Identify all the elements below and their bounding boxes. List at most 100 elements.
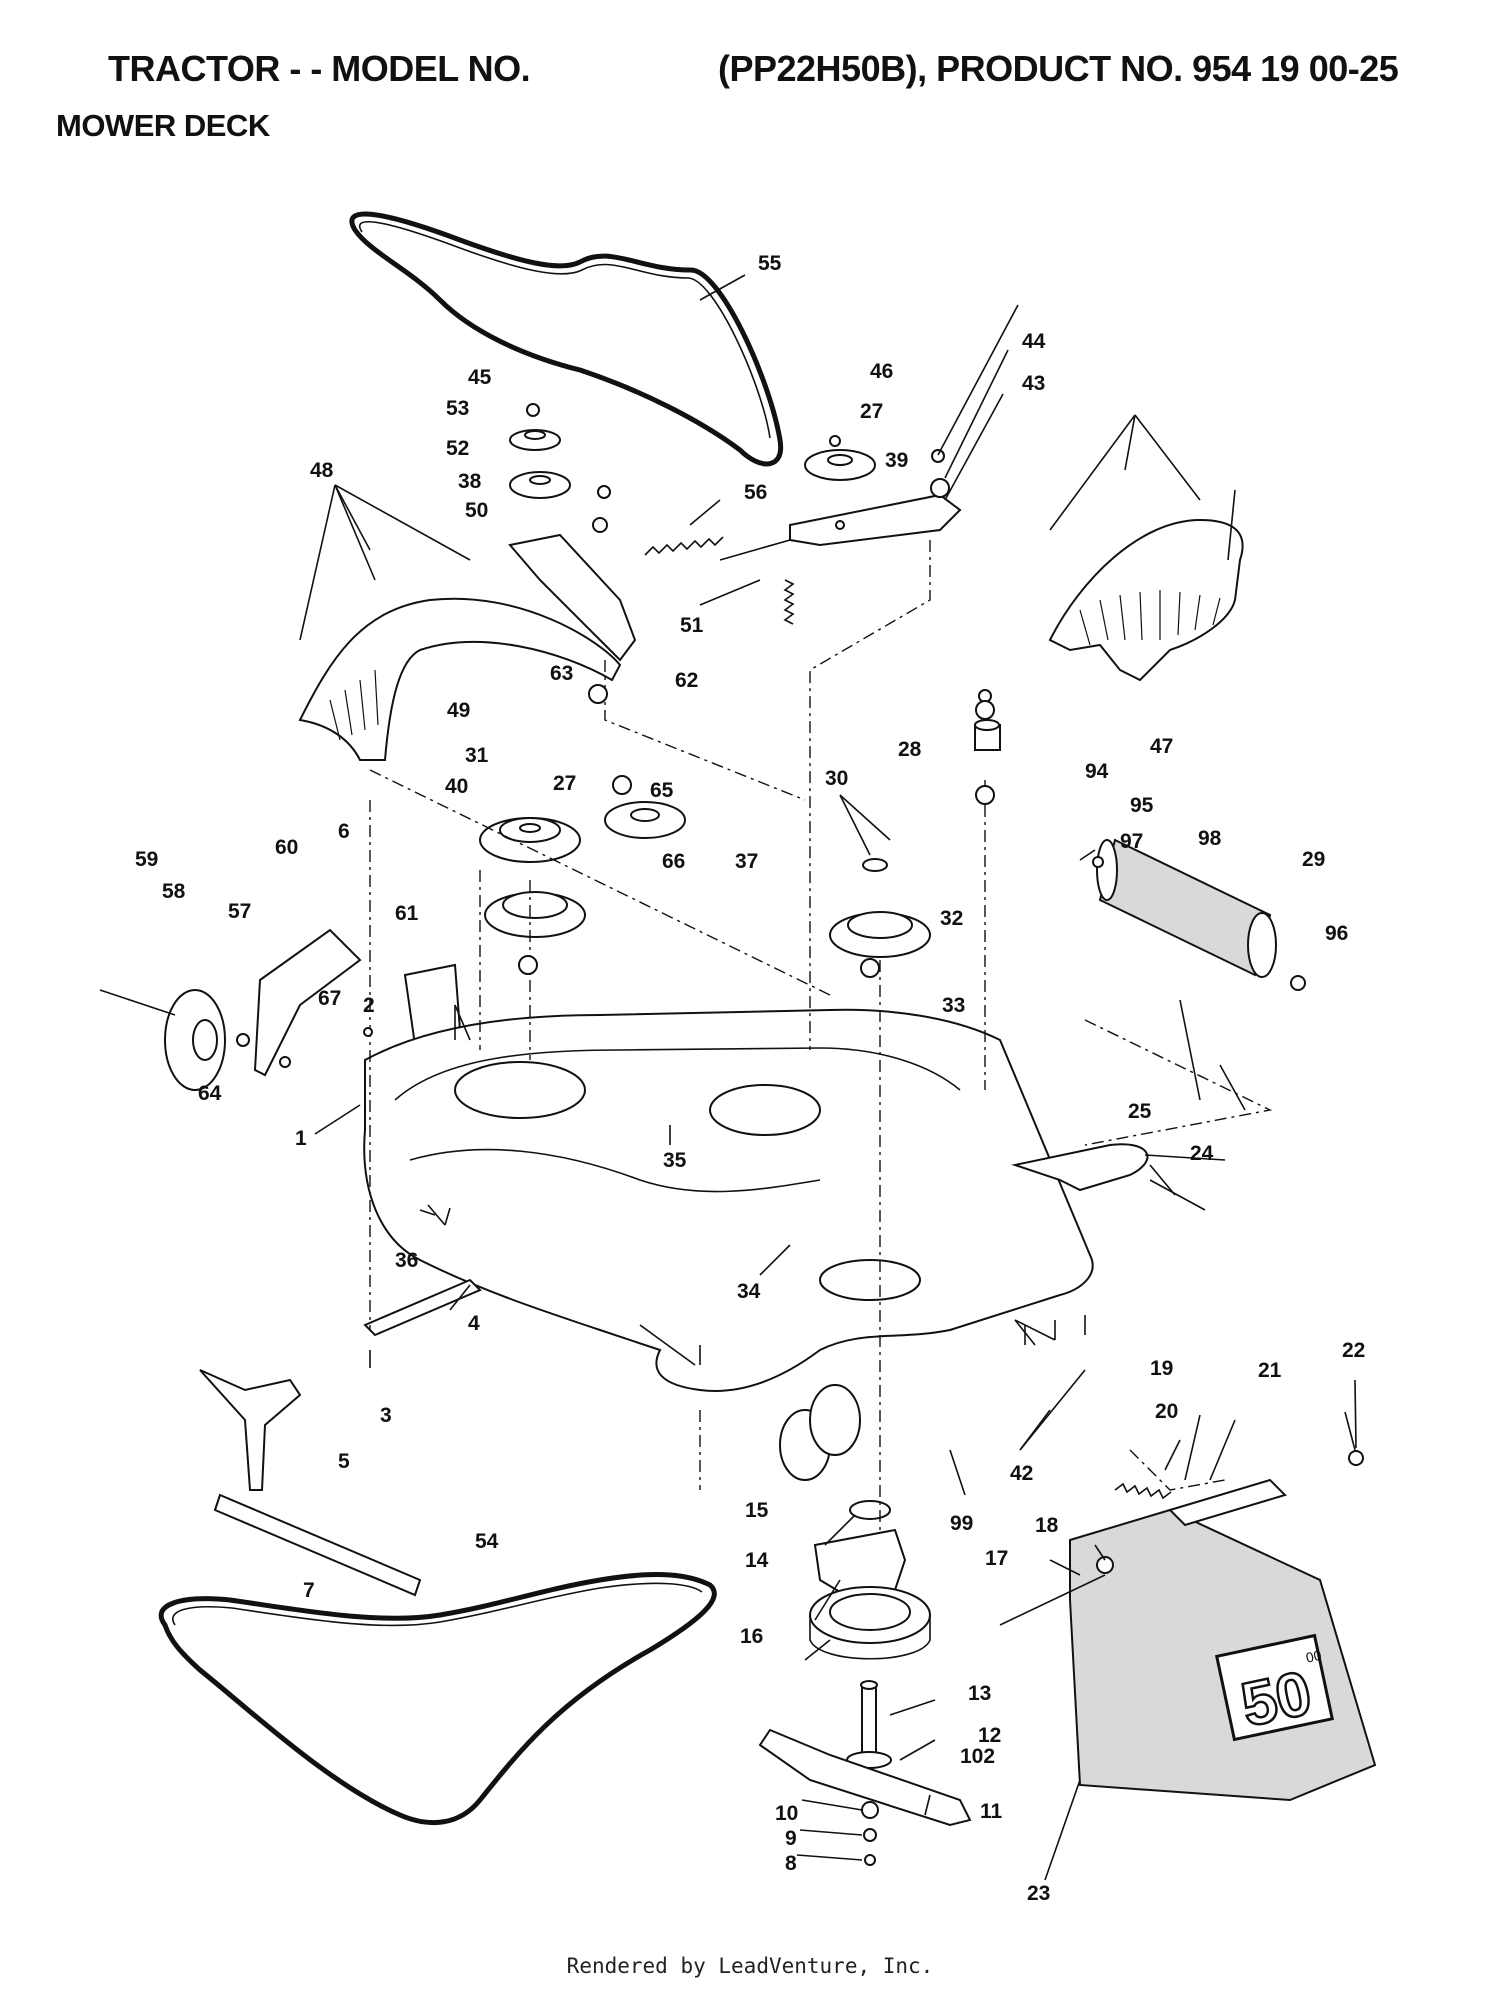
callout-96: 96 <box>1325 922 1348 945</box>
idler-arm-50 <box>508 533 637 662</box>
pulley-32-left <box>484 891 586 938</box>
callout-38: 38 <box>458 470 482 493</box>
link-7 <box>213 1493 422 1597</box>
exploded-view-guides <box>369 540 1273 1530</box>
pulley-32-right <box>829 911 931 958</box>
callout-9: 9 <box>785 1827 797 1850</box>
callout-63: 63 <box>550 662 573 685</box>
decal-00-text: 00 <box>1304 1647 1323 1666</box>
spring-20 <box>1114 1482 1172 1500</box>
shield-47-ribs <box>1079 590 1221 646</box>
callout-56: 56 <box>744 481 767 504</box>
callout-53: 53 <box>446 397 469 420</box>
deck-spindle-housing-left <box>454 1061 586 1119</box>
callout-18: 18 <box>1035 1514 1059 1537</box>
spring-56 <box>644 536 724 556</box>
callout-27b: 27 <box>553 772 576 795</box>
callout-20: 20 <box>1155 1400 1178 1423</box>
callout-40: 40 <box>445 775 468 798</box>
title-left: TRACTOR - - MODEL NO. <box>108 48 531 89</box>
callout-94: 94 <box>1085 760 1109 783</box>
callout-10: 10 <box>775 1802 798 1825</box>
bracket-24 <box>1011 1143 1149 1192</box>
subtitle: MOWER DECK <box>56 108 270 143</box>
callout-28: 28 <box>898 738 922 761</box>
blade-11 <box>758 1728 972 1827</box>
callout-12: 12 <box>978 1724 1001 1747</box>
callout-23: 23 <box>1027 1882 1050 1905</box>
callout-98: 98 <box>1198 827 1222 850</box>
callout-34: 34 <box>737 1280 761 1303</box>
callout-97: 97 <box>1120 830 1143 853</box>
belt-55 <box>349 211 784 467</box>
decal-50-text: 50 <box>1236 1658 1318 1740</box>
callout-42: 42 <box>1010 1462 1033 1485</box>
callout-39: 39 <box>885 449 908 472</box>
callout-33: 33 <box>942 994 965 1017</box>
callout-22: 22 <box>1342 1339 1365 1362</box>
callout-51: 51 <box>680 614 704 637</box>
callout-13: 13 <box>968 1682 991 1705</box>
callout-65: 65 <box>650 779 674 802</box>
belt-54 <box>158 1572 717 1826</box>
callout-8: 8 <box>785 1852 797 1875</box>
callout-31: 31 <box>465 744 489 767</box>
callout-48: 48 <box>310 459 334 482</box>
callout-14: 14 <box>745 1549 769 1572</box>
callout-46: 46 <box>870 360 893 383</box>
spacer-28 <box>974 719 1001 751</box>
baffle-4 <box>363 1278 482 1337</box>
callout-4: 4 <box>468 1312 480 1335</box>
callout-35: 35 <box>663 1149 687 1172</box>
deck-spindle-opening-center <box>819 1259 921 1301</box>
spindle-shaft-13 <box>846 1680 892 1769</box>
roller-98 <box>1096 838 1277 978</box>
bracket-5 <box>199 1369 302 1491</box>
callout-44: 44 <box>1022 330 1046 353</box>
callout-29: 29 <box>1302 848 1325 871</box>
leader-lines <box>299 274 1357 1881</box>
callout-50: 50 <box>465 499 488 522</box>
callout-16: 16 <box>740 1625 763 1648</box>
callout-66: 66 <box>662 850 685 873</box>
callout-24: 24 <box>1190 1142 1214 1165</box>
callout-55: 55 <box>758 252 782 275</box>
callout-17: 17 <box>985 1547 1008 1570</box>
callout-6: 6 <box>338 820 350 843</box>
spring-51 <box>783 579 795 625</box>
spindle-bearing-16 <box>809 1586 931 1660</box>
belt-shield-49 <box>298 597 622 761</box>
callout-62: 62 <box>675 669 698 692</box>
pulley-53 <box>509 429 561 451</box>
hardware-markers <box>236 403 1364 1866</box>
callout-52: 52 <box>446 437 469 460</box>
decal-frame <box>1214 1633 1335 1742</box>
callout-19: 19 <box>1150 1357 1173 1380</box>
callout-1: 1 <box>295 1127 307 1150</box>
callout-61: 61 <box>395 902 419 925</box>
callout-37: 37 <box>735 850 758 873</box>
pulley-65 <box>604 801 686 839</box>
callout-labels: 55 4 5 53 52 38 50 63 62 48 49 46 27 39 4… <box>135 252 1365 1905</box>
idler-arm-43 <box>789 493 962 547</box>
callout-102: 102 <box>960 1745 995 1768</box>
callout-58: 58 <box>162 880 186 903</box>
callout-60: 60 <box>275 836 298 859</box>
anti-scalp-wheel <box>779 1384 861 1481</box>
callout-59: 59 <box>135 848 158 871</box>
callout-21: 21 <box>1258 1359 1282 1382</box>
bolt-59 <box>99 989 176 1016</box>
deck-spindle-housing-right <box>709 1084 821 1136</box>
callout-5: 5 <box>338 1450 350 1473</box>
spindle-housing-14 <box>813 1500 907 1597</box>
callout-54: 54 <box>475 1530 499 1553</box>
callout-11: 11 <box>980 1800 1003 1823</box>
discharge-chute-23 <box>1069 1478 1377 1802</box>
callout-99: 99 <box>950 1512 973 1535</box>
callout-15: 15 <box>745 1499 769 1522</box>
callout-49: 49 <box>447 699 470 722</box>
pulley-40 <box>479 817 581 863</box>
spindle-nut-31 <box>862 858 888 872</box>
callout-25: 25 <box>1128 1100 1152 1123</box>
